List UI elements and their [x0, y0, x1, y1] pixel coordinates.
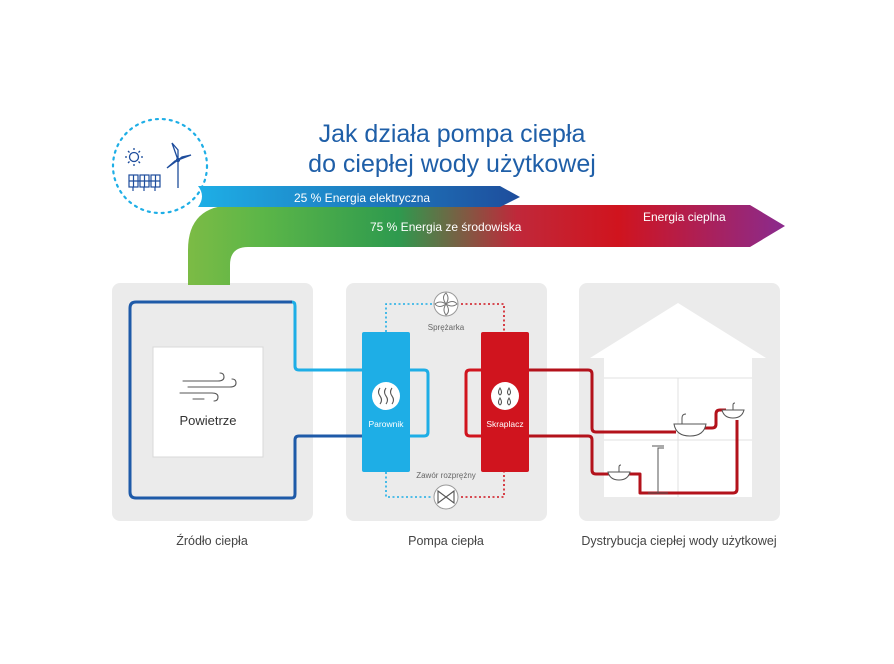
wind-icon	[179, 372, 237, 402]
sink-icon	[721, 402, 745, 419]
title-line-1: Jak działa pompa ciepła	[319, 120, 586, 148]
title-line-2: do ciepłej wody użytkowej	[308, 150, 596, 178]
sun-icon	[125, 148, 143, 166]
wind-turbine-icon	[166, 142, 192, 188]
hot-water-pipes-inside	[604, 408, 739, 495]
evaporator-label: Parownik	[369, 419, 405, 429]
valve-label: Zawór rozprężny	[416, 471, 476, 480]
house-outline	[590, 303, 766, 497]
fan-icon	[433, 291, 459, 317]
sink-icon	[607, 464, 631, 481]
pump-caption: Pompa ciepła	[408, 534, 484, 548]
source-caption: Źródło ciepła	[176, 533, 248, 548]
electric-energy-label: 25 % Energia elektryczna	[294, 191, 430, 205]
heat-waves-icon	[372, 382, 400, 410]
valve-icon	[433, 484, 459, 510]
shower-icon	[648, 445, 668, 494]
electric-energy-band	[198, 186, 520, 207]
distribution-caption: Dystrybucja ciepłej wody użytkowej	[581, 534, 776, 548]
droplets-icon	[491, 382, 519, 410]
condenser-label: Skraplacz	[486, 419, 523, 429]
evaporator-coil	[410, 368, 430, 438]
heat-energy-label: Energia cieplna	[643, 210, 726, 224]
renewable-energy-badge	[111, 117, 209, 215]
environment-energy-band	[188, 205, 785, 285]
compressor-label: Sprężarka	[428, 323, 465, 332]
air-box	[152, 346, 264, 458]
bathtub-icon	[673, 413, 707, 437]
environment-energy-label: 75 % Energia ze środowiska	[370, 220, 522, 234]
condenser-coil	[464, 368, 481, 438]
solar-panel-icon	[128, 174, 161, 191]
refrigerant-loop	[385, 303, 505, 498]
air-label: Powietrze	[179, 413, 236, 428]
source-loop	[128, 300, 364, 500]
